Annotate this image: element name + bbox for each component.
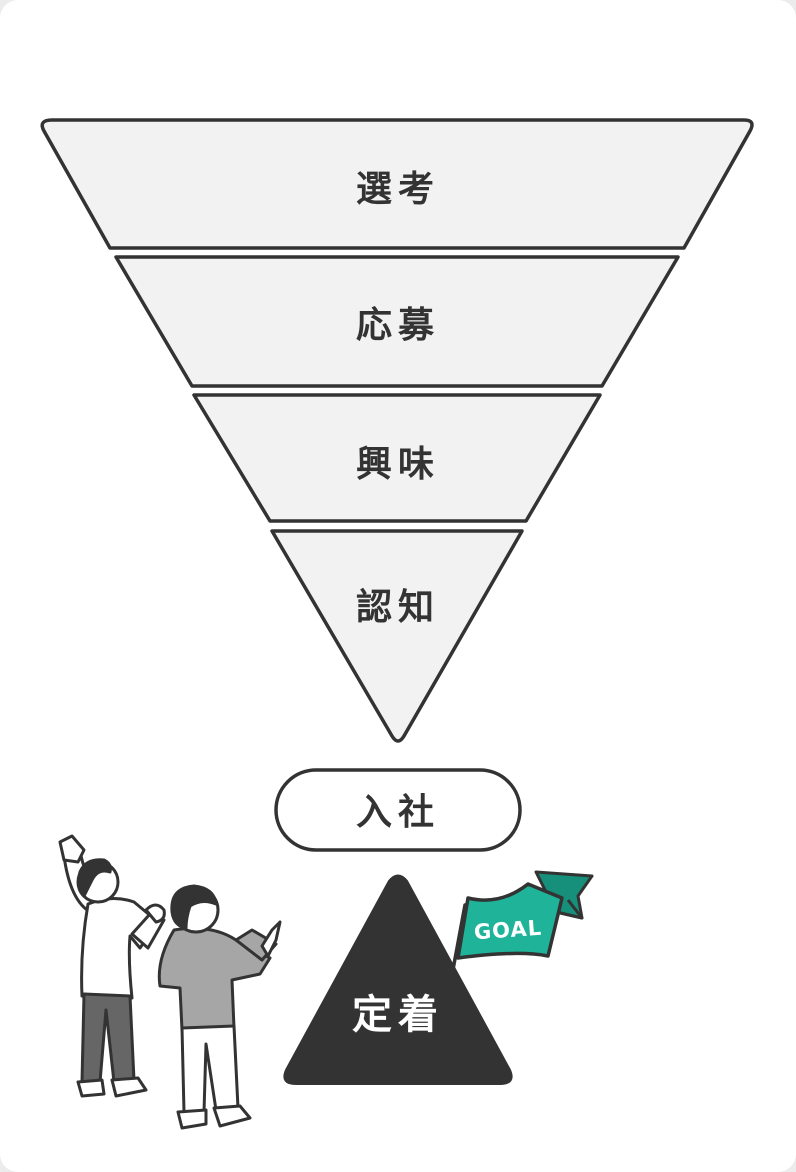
- funnel-stage-3: [192, 393, 602, 523]
- funnel-stage-1-label: 選考: [356, 169, 440, 210]
- person-cheering: [58, 834, 166, 1098]
- funnel-stage-4: [270, 529, 524, 743]
- funnel-stage-2-label: 応募: [356, 305, 440, 346]
- funnel-stage-3-label: 興味: [356, 444, 440, 485]
- funnel-stage-1: [40, 118, 754, 250]
- goal-flag: GOAL: [450, 870, 594, 977]
- funnel-stage-4-label: 認知: [356, 587, 440, 628]
- person-pointing: [157, 884, 282, 1130]
- goal-flag-label: GOAL: [473, 916, 543, 945]
- retention-label: 定着: [352, 992, 444, 1038]
- join-label: 入社: [356, 792, 440, 833]
- retention-pyramid: 定着: [283, 874, 513, 1085]
- funnel-stage-2: [114, 255, 680, 388]
- funnel: 選考 応募 興味 認知: [40, 118, 754, 743]
- join-pill: 入社: [274, 768, 522, 852]
